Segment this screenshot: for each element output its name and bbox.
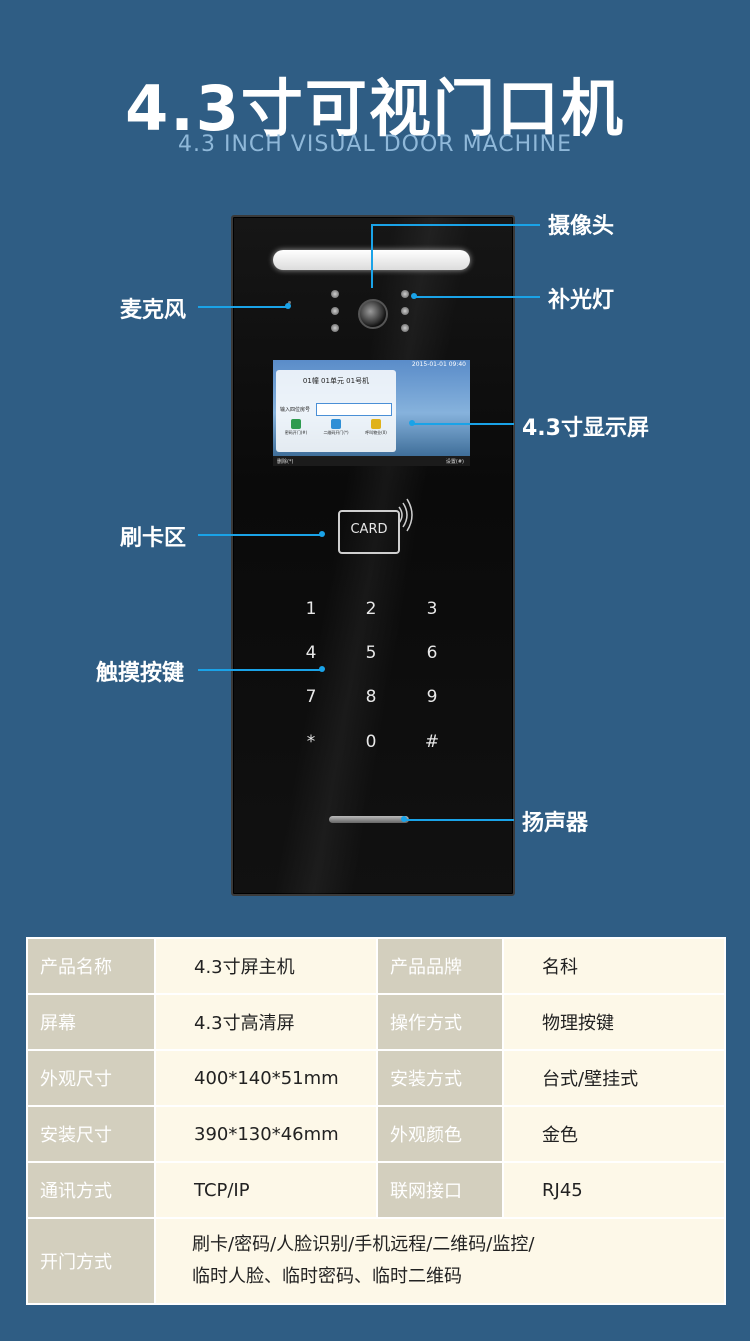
table-row: 产品名称 4.3寸屏主机 产品品牌 名科: [26, 937, 726, 995]
led-icon: [331, 324, 339, 332]
callout-line: [371, 224, 373, 288]
keypad-key-2[interactable]: 2: [365, 599, 377, 619]
qrcode-unlock-button[interactable]: 二维码开门(*): [318, 417, 354, 439]
callout-fill-light: 补光灯: [548, 288, 615, 313]
keypad-key-3[interactable]: 3: [426, 599, 438, 619]
callout-dot: [401, 816, 407, 822]
callout-dot: [319, 531, 325, 537]
spec-value: 物理按键: [502, 993, 726, 1051]
table-row: 屏幕 4.3寸高清屏 操作方式 物理按键: [26, 993, 726, 1051]
spec-value: 4.3寸屏主机: [154, 937, 378, 995]
spec-key: 产品品牌: [376, 937, 504, 995]
keypad-key-9[interactable]: 9: [426, 687, 438, 707]
callout-dot: [409, 420, 415, 426]
table-row: 安装尺寸 390*130*46mm 外观颜色 金色: [26, 1105, 726, 1163]
keypad-key-8[interactable]: 8: [365, 687, 377, 707]
spec-key: 安装方式: [376, 1049, 504, 1107]
room-number-input[interactable]: [316, 403, 392, 416]
page-title: 4.3寸可视门口机: [125, 72, 625, 145]
spec-value: 金色: [502, 1105, 726, 1163]
keypad-key-4[interactable]: 4: [305, 643, 317, 663]
screen-unit-label: 01幢 01单元 01号机: [302, 377, 370, 385]
device-sheen: [233, 217, 513, 894]
callout-line: [404, 819, 514, 821]
spec-key: 外观颜色: [376, 1105, 504, 1163]
led-icon: [331, 307, 339, 315]
callout-line: [198, 306, 288, 308]
screen-footer-left: 删除(*): [277, 459, 294, 465]
speaker-grille: [329, 816, 409, 823]
led-icon: [401, 307, 409, 315]
spec-value: 台式/壁挂式: [502, 1049, 726, 1107]
callout-dot: [319, 666, 325, 672]
spec-value: 4.3寸高清屏: [154, 993, 378, 1051]
callout-line: [372, 224, 540, 226]
callout-camera: 摄像头: [548, 214, 615, 239]
spec-key: 开门方式: [26, 1217, 156, 1305]
unlock-methods-line2: 临时人脸、临时密码、临时二维码: [192, 1266, 462, 1287]
screen-buttons: 密码开门(#) 二维码开门(*) 呼叫物业(0): [276, 417, 396, 439]
call-property-button[interactable]: 呼叫物业(0): [358, 417, 394, 439]
spec-value: 390*130*46mm: [154, 1105, 378, 1163]
keypad-key-hash[interactable]: #: [424, 732, 440, 752]
spec-value: RJ45: [502, 1161, 726, 1219]
microphone-hole: [288, 301, 291, 304]
spec-key: 通讯方式: [26, 1161, 156, 1219]
spec-key: 产品名称: [26, 937, 156, 995]
door-machine-device: 2015-01-01 09:40 01幢 01单元 01号机 输入四位房号 密码…: [231, 215, 515, 896]
spec-key: 联网接口: [376, 1161, 504, 1219]
table-row: 外观尺寸 400*140*51mm 安装方式 台式/壁挂式: [26, 1049, 726, 1107]
table-row: 通讯方式 TCP/IP 联网接口 RJ45: [26, 1161, 726, 1219]
screen-footer: 删除(*) 设置(#): [273, 456, 470, 466]
callout-microphone: 麦克风: [120, 298, 187, 323]
keypad-key-5[interactable]: 5: [365, 643, 377, 663]
callout-line: [412, 423, 514, 425]
screen-prompt: 输入四位房号: [280, 407, 311, 413]
callout-line: [198, 669, 322, 671]
callout-line: [414, 296, 540, 298]
spec-key: 操作方式: [376, 993, 504, 1051]
spec-value: 400*140*51mm: [154, 1049, 378, 1107]
callout-touch-keys: 触摸按键: [96, 661, 185, 686]
spec-key: 外观尺寸: [26, 1049, 156, 1107]
password-unlock-button[interactable]: 密码开门(#): [278, 417, 314, 439]
phone-icon: [371, 419, 381, 429]
table-row: 开门方式 刷卡/密码/人脸识别/手机远程/二维码/监控/ 临时人脸、临时密码、临…: [26, 1217, 726, 1305]
screen-panel: 01幢 01单元 01号机 输入四位房号: [276, 370, 396, 452]
spec-value-unlock: 刷卡/密码/人脸识别/手机远程/二维码/监控/ 临时人脸、临时密码、临时二维码: [154, 1217, 726, 1305]
qrcode-icon: [331, 419, 341, 429]
led-icon: [401, 324, 409, 332]
key-icon: [291, 419, 301, 429]
led-icon: [401, 290, 409, 298]
page-subtitle: 4.3 INCH VISUAL DOOR MACHINE: [178, 132, 572, 157]
callout-speaker: 扬声器: [522, 811, 589, 836]
keypad-key-6[interactable]: 6: [426, 643, 438, 663]
camera-lens-icon: [358, 299, 388, 329]
callout-dot: [411, 293, 417, 299]
keypad-key-0[interactable]: 0: [365, 732, 377, 752]
keypad-key-star[interactable]: *: [306, 732, 316, 752]
callout-line: [198, 534, 322, 536]
keypad-key-7[interactable]: 7: [305, 687, 317, 707]
spec-value: TCP/IP: [154, 1161, 378, 1219]
card-reader-area[interactable]: CARD: [338, 510, 400, 554]
display-screen: 2015-01-01 09:40 01幢 01单元 01号机 输入四位房号 密码…: [273, 360, 470, 466]
led-icon: [331, 290, 339, 298]
nfc-wave-icon: [396, 495, 416, 535]
callout-card-area: 刷卡区: [120, 526, 187, 551]
unlock-methods-line1: 刷卡/密码/人脸识别/手机远程/二维码/监控/: [192, 1234, 535, 1255]
screen-footer-right: 设置(#): [445, 459, 464, 465]
screen-status: 2015-01-01 09:40: [411, 361, 466, 368]
spec-key: 安装尺寸: [26, 1105, 156, 1163]
spec-value: 名科: [502, 937, 726, 995]
spec-key: 屏幕: [26, 993, 156, 1051]
callout-display: 4.3寸显示屏: [522, 416, 649, 441]
spec-table: 产品名称 4.3寸屏主机 产品品牌 名科 屏幕 4.3寸高清屏 操作方式 物理按…: [26, 937, 726, 1305]
keypad-key-1[interactable]: 1: [305, 599, 317, 619]
callout-dot: [285, 303, 291, 309]
